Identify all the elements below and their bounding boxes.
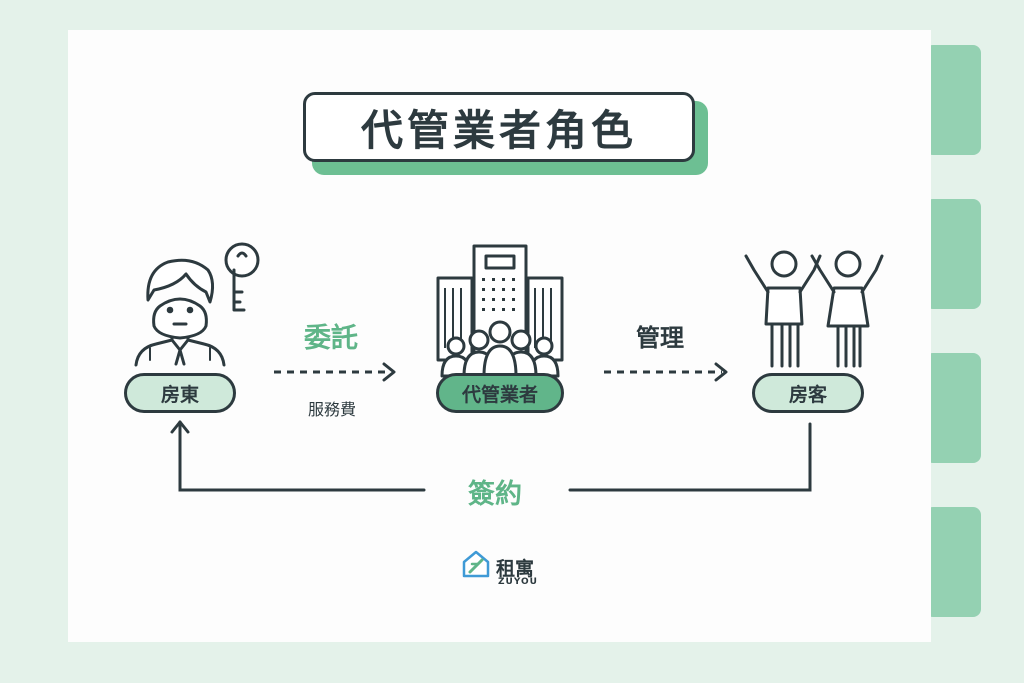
diagram-graphics [134, 242, 884, 578]
node-landlord-label: 房東 [160, 383, 199, 406]
node-landlord: 房東 [124, 373, 236, 413]
edge-label-manage: 管理 [636, 324, 684, 352]
people-group-icon [440, 320, 560, 378]
node-tenant: 房客 [752, 373, 864, 413]
edge-label-contract: 簽約 [468, 479, 522, 510]
side-tab-2 [925, 199, 981, 309]
contract-line-left [178, 420, 426, 492]
edge-label-service-fee: 服務費 [308, 400, 357, 419]
logo-subtitle: ZUYOU [498, 577, 538, 587]
side-tab-3 [925, 353, 981, 463]
logo-name: 租寓 [496, 558, 535, 580]
title-box: 代管業者角色 [303, 92, 695, 162]
contract-line-right [568, 422, 812, 492]
zuyou-logo-icon [462, 550, 490, 578]
side-tab-1 [925, 45, 981, 155]
edge-label-entrust: 委託 [304, 323, 358, 354]
node-manager: 代管業者 [436, 373, 564, 413]
diagram-card: 代管業者角色 [68, 30, 931, 642]
side-tab-4 [925, 507, 981, 617]
key-icon [224, 242, 260, 312]
landlord-person-icon [134, 258, 226, 367]
cheering-tenants-icon [744, 250, 884, 368]
node-tenant-label: 房客 [788, 383, 827, 406]
node-manager-label: 代管業者 [461, 383, 538, 406]
diagram-title: 代管業者角色 [360, 105, 637, 155]
